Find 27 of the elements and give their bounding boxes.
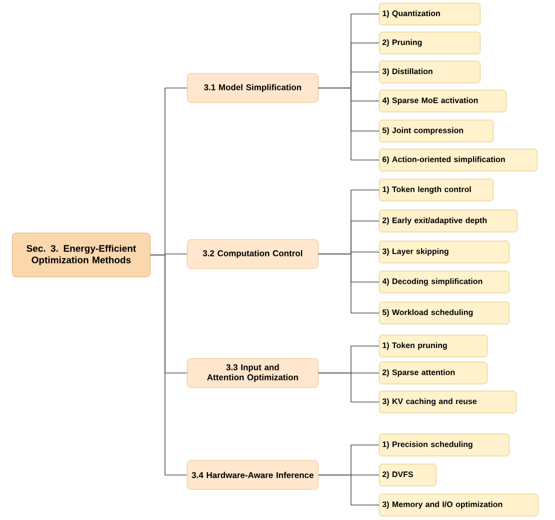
leaf-box: 5) Workload scheduling [379, 302, 510, 324]
root-box: Sec. 3. Energy-Efficient Optimization Methods [12, 232, 150, 278]
leaf-box: 3) Memory and I/O optimization [379, 494, 538, 516]
leaf-box: 3) Distillation [379, 60, 480, 84]
section-box: 3.3 Input and Attention Optimization [187, 358, 318, 388]
leaf-box: 4) Sparse MoE activation [379, 90, 506, 112]
leaf-box: 1) Precision scheduling [379, 434, 510, 456]
leaf-box: 1) Token pruning [379, 334, 488, 358]
connector-line [150, 254, 188, 476]
leaf-box: 4) Decoding simplification [379, 270, 510, 294]
leaf-box: 2) DVFS [379, 464, 436, 486]
leaf-box: 2) Sparse attention [379, 362, 488, 384]
section-box: 3.1 Model Simplification [187, 73, 318, 103]
section-box: 3.4 Hardware-Aware Inference [187, 460, 318, 490]
leaf-box: 1) Token length control [379, 178, 494, 202]
connector-line [318, 474, 380, 506]
leaf-box: 3) Layer skipping [379, 240, 510, 264]
connector-line [318, 88, 380, 160]
leaf-box: 2) Early exit/adaptive depth [379, 210, 518, 232]
connector-line [318, 254, 380, 314]
connector-line [318, 372, 380, 402]
leaf-box: 6) Action-oriented simplification [379, 148, 538, 172]
leaf-box: 2) Pruning [379, 32, 480, 54]
leaf-box: 5) Joint compression [379, 120, 494, 142]
leaf-box: 1) Quantization [379, 2, 480, 26]
leaf-box: 3) KV caching and reuse [379, 390, 516, 414]
section-box: 3.2 Computation Control [187, 239, 318, 269]
